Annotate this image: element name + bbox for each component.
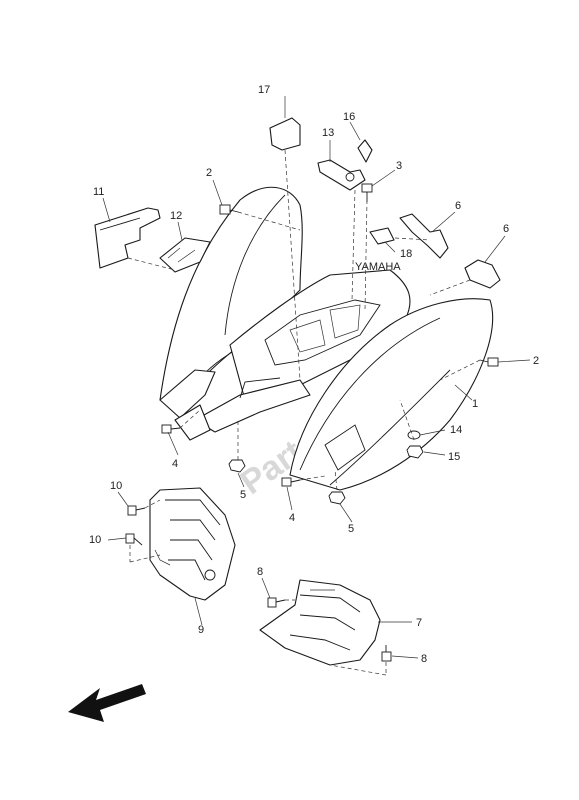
callout-5-b: 5 bbox=[348, 523, 354, 535]
part-10-screw-b bbox=[125, 533, 143, 546]
part-3-bolt bbox=[361, 183, 373, 202]
callout-4-a: 4 bbox=[172, 458, 178, 470]
part-16-clip bbox=[357, 139, 373, 163]
callout-10-a: 10 bbox=[110, 480, 122, 492]
part-8-screw-a bbox=[267, 597, 286, 608]
part-5-nut-b bbox=[328, 491, 346, 505]
front-direction-arrow-icon bbox=[68, 684, 146, 722]
part-6-bracket-a bbox=[399, 213, 449, 259]
callout-2-left: 2 bbox=[206, 167, 212, 179]
part-13-grommet bbox=[345, 172, 355, 182]
callout-9: 9 bbox=[198, 624, 204, 636]
part-9-footrest bbox=[149, 487, 236, 601]
callout-labels: 17 16 13 3 2 11 12 6 6 18 2 1 14 15 4 5 … bbox=[89, 84, 539, 665]
part-18-pad bbox=[369, 227, 395, 245]
part-10-screw-a bbox=[127, 505, 146, 516]
callout-12: 12 bbox=[170, 210, 182, 222]
callout-16: 16 bbox=[343, 111, 355, 123]
callout-8-b: 8 bbox=[421, 653, 427, 665]
callout-5-a: 5 bbox=[240, 489, 246, 501]
callout-10-b: 10 bbox=[89, 534, 101, 546]
part-8-screw-b bbox=[381, 645, 392, 662]
part-4-screw-a bbox=[161, 424, 181, 434]
fender-brand-mark: YAMAHA bbox=[355, 261, 401, 273]
part-12-pad bbox=[159, 237, 211, 273]
part-13-bracket bbox=[317, 159, 366, 191]
part-11-bracket bbox=[94, 207, 161, 269]
part-4-screw-b bbox=[281, 477, 301, 487]
part-6-bracket-b bbox=[464, 259, 501, 289]
callout-2-right: 2 bbox=[533, 355, 539, 367]
callout-1: 1 bbox=[472, 398, 478, 410]
rear-fender: YAMAHA bbox=[159, 186, 494, 491]
callout-7: 7 bbox=[416, 617, 422, 629]
callout-4-b: 4 bbox=[289, 512, 295, 524]
callout-17: 17 bbox=[258, 84, 270, 96]
callout-14: 14 bbox=[450, 424, 462, 436]
callout-6-a: 6 bbox=[455, 200, 461, 212]
callout-6-b: 6 bbox=[503, 223, 509, 235]
leader-lines bbox=[102, 96, 531, 659]
part-14-washer bbox=[407, 430, 421, 440]
callout-11: 11 bbox=[93, 186, 104, 198]
part-2-bolt-left bbox=[219, 204, 239, 215]
callout-8-a: 8 bbox=[257, 566, 263, 578]
callout-15: 15 bbox=[448, 451, 460, 463]
callout-18: 18 bbox=[400, 248, 412, 260]
part-15-nut bbox=[406, 445, 424, 459]
part-7-footrest bbox=[259, 579, 381, 666]
part-17-cover bbox=[269, 117, 301, 151]
callout-3: 3 bbox=[396, 160, 402, 172]
part-5-nut-a bbox=[228, 459, 246, 473]
callout-13: 13 bbox=[322, 127, 334, 139]
assembly-lines bbox=[127, 149, 481, 676]
